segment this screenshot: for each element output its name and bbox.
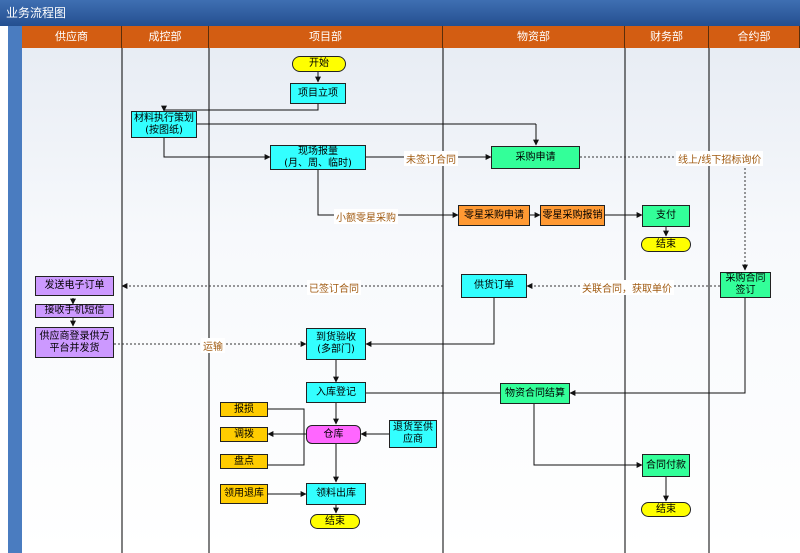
edge-label-unsigned: 未签订合同 — [404, 151, 458, 166]
lane-header-supplier: 供应商 — [22, 26, 122, 48]
contract-settle-node: 物资合同结算 — [500, 383, 570, 404]
end-pay-node: 结束 — [641, 237, 691, 252]
transfer-node: 调拨 — [220, 427, 268, 442]
supplier-ship-node: 供应商登录供方 平台并发货 — [35, 327, 114, 358]
warehouse-in-node: 入库登记 — [306, 382, 366, 403]
material-plan-node: 材料执行策划 (按图纸) — [131, 111, 197, 138]
diagram-title: 业务流程图 — [0, 0, 800, 26]
warehouse-node: 仓库 — [306, 425, 361, 444]
lane-dividers — [121, 48, 710, 553]
solid-edges — [70, 72, 746, 514]
edge-label-transport: 运输 — [201, 338, 225, 353]
supply-order-node: 供货订单 — [461, 274, 527, 298]
edge-label-signed: 已签订合同 — [307, 280, 361, 295]
end-finance-node: 结束 — [641, 502, 691, 517]
end-project-node: 结束 — [310, 514, 360, 529]
contract-pay-node: 合同付款 — [642, 454, 690, 477]
lane-header-project: 项目部 — [209, 26, 443, 48]
lane-header-finance: 财务部 — [625, 26, 709, 48]
receive-sms-node: 接收手机短信 — [35, 304, 114, 318]
edge-label-bidding: 线上/线下招标询价 — [676, 151, 764, 166]
project-setup-node: 项目立项 — [290, 83, 346, 104]
lane-header-contract: 合约部 — [709, 26, 800, 48]
misc-reimburse-node: 零星采购报销 — [540, 205, 605, 226]
edge-label-linked: 关联合同，获取单价 — [580, 280, 674, 295]
contract-sign-node: 采购合同 签订 — [720, 272, 771, 298]
scrap-node: 报损 — [220, 402, 268, 417]
issue-out-node: 领料出库 — [306, 483, 366, 505]
start-node: 开始 — [292, 56, 346, 72]
purchase-apply-node: 采购申请 — [491, 146, 580, 169]
pay-node: 支付 — [642, 205, 690, 227]
lane-header-materials: 物资部 — [443, 26, 625, 48]
return-use-node: 领用退库 — [220, 484, 268, 504]
inventory-node: 盘点 — [220, 454, 268, 469]
send-order-node: 发送电子订单 — [35, 276, 114, 296]
receive-check-node: 到货验收 (多部门) — [306, 328, 366, 360]
misc-apply-node: 零星采购申请 — [458, 205, 530, 226]
edge-label-small-misc: 小额零星采购 — [334, 209, 398, 224]
lane-header-cost-control: 成控部 — [122, 26, 209, 48]
return-supplier-node: 退货至供 应商 — [389, 420, 437, 448]
site-report-node: 现场报量 (月、周、临时) — [270, 145, 366, 170]
